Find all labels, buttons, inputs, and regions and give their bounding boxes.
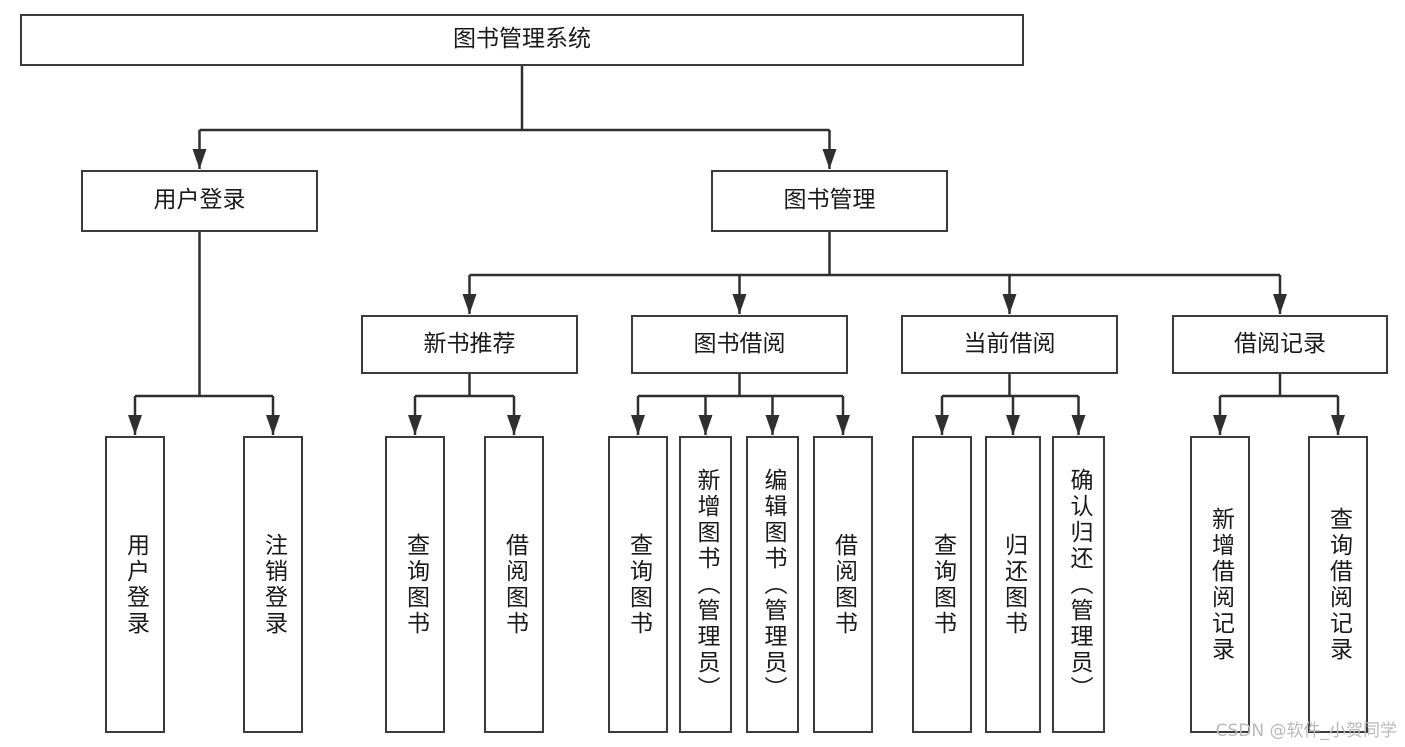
connector-arrowhead — [836, 415, 850, 435]
node-newbook[interactable]: 新书推荐 — [361, 315, 578, 374]
node-label: 借阅图书 — [830, 532, 857, 637]
connector-arrowhead — [128, 415, 142, 435]
node-label: 新增图书（管理员） — [693, 467, 719, 702]
node-leaf-borrow-nb[interactable]: 借阅图书 — [484, 436, 544, 733]
connector-arrowhead — [765, 415, 780, 435]
connector-arrowhead — [1273, 294, 1287, 314]
node-label: 当前借阅 — [963, 330, 1056, 357]
node-leaf-query-nb[interactable]: 查询图书 — [385, 436, 445, 733]
node-current[interactable]: 当前借阅 — [901, 315, 1118, 374]
connector-arrowhead — [698, 415, 713, 435]
node-label: 图书管理 — [783, 187, 876, 214]
connector-arrowhead — [1071, 415, 1086, 435]
node-label: 查询借阅记录 — [1325, 506, 1352, 663]
connector-arrowhead — [266, 415, 280, 435]
node-leaf-add-record[interactable]: 新增借阅记录 — [1190, 436, 1250, 733]
node-leaf-return[interactable]: 归还图书 — [985, 436, 1041, 733]
connector-arrowhead — [631, 415, 645, 435]
node-label: 借阅图书 — [501, 532, 528, 637]
node-login[interactable]: 用户登录 — [81, 170, 318, 232]
watermark: CSDN @软件_小贺同学 — [1215, 721, 1397, 741]
node-label: 编辑图书（管理员） — [760, 467, 786, 702]
connector-arrowhead — [935, 415, 949, 435]
node-label: 用户登录 — [122, 532, 149, 637]
connector-arrowhead — [732, 294, 747, 314]
node-label: 确认归还（管理员） — [1066, 467, 1092, 702]
node-leaf-query-record[interactable]: 查询借阅记录 — [1308, 436, 1368, 733]
node-label: 注销登录 — [260, 532, 287, 637]
node-label: 新增借阅记录 — [1207, 506, 1234, 663]
node-label: 图书借阅 — [693, 330, 786, 357]
connector-arrowhead — [822, 149, 837, 169]
node-leaf-login[interactable]: 用户登录 — [105, 436, 165, 733]
connector-arrowhead — [1006, 415, 1020, 435]
node-leaf-edit-book[interactable]: 编辑图书（管理员） — [746, 436, 799, 733]
connector-arrowhead — [408, 415, 422, 435]
connector-arrowhead — [192, 149, 207, 169]
connector-arrowhead — [507, 415, 521, 435]
node-records[interactable]: 借阅记录 — [1172, 315, 1388, 374]
node-leaf-borrow-bb[interactable]: 借阅图书 — [813, 436, 873, 733]
node-root[interactable]: 图书管理系统 — [20, 14, 1024, 66]
node-borrow[interactable]: 图书借阅 — [631, 315, 848, 374]
node-leaf-logout[interactable]: 注销登录 — [243, 436, 303, 733]
connector-arrowhead — [1002, 294, 1017, 314]
connector-arrowhead — [1213, 415, 1227, 435]
connector-arrowhead — [462, 294, 477, 314]
node-leaf-confirm[interactable]: 确认归还（管理员） — [1052, 436, 1105, 733]
node-label: 查询图书 — [402, 532, 429, 637]
node-label: 图书管理系统 — [453, 26, 591, 53]
node-leaf-add-book[interactable]: 新增图书（管理员） — [679, 436, 732, 733]
node-label: 查询图书 — [929, 532, 956, 637]
node-label: 新书推荐 — [423, 330, 516, 357]
node-label: 查询图书 — [625, 532, 652, 637]
connector-arrowhead — [1331, 415, 1345, 435]
node-bookmgmt[interactable]: 图书管理 — [711, 170, 948, 232]
node-label: 借阅记录 — [1234, 330, 1326, 357]
node-label: 归还图书 — [1000, 532, 1027, 637]
node-leaf-query-cur[interactable]: 查询图书 — [912, 436, 972, 733]
node-leaf-query-bb[interactable]: 查询图书 — [608, 436, 668, 733]
node-label: 用户登录 — [153, 187, 246, 214]
